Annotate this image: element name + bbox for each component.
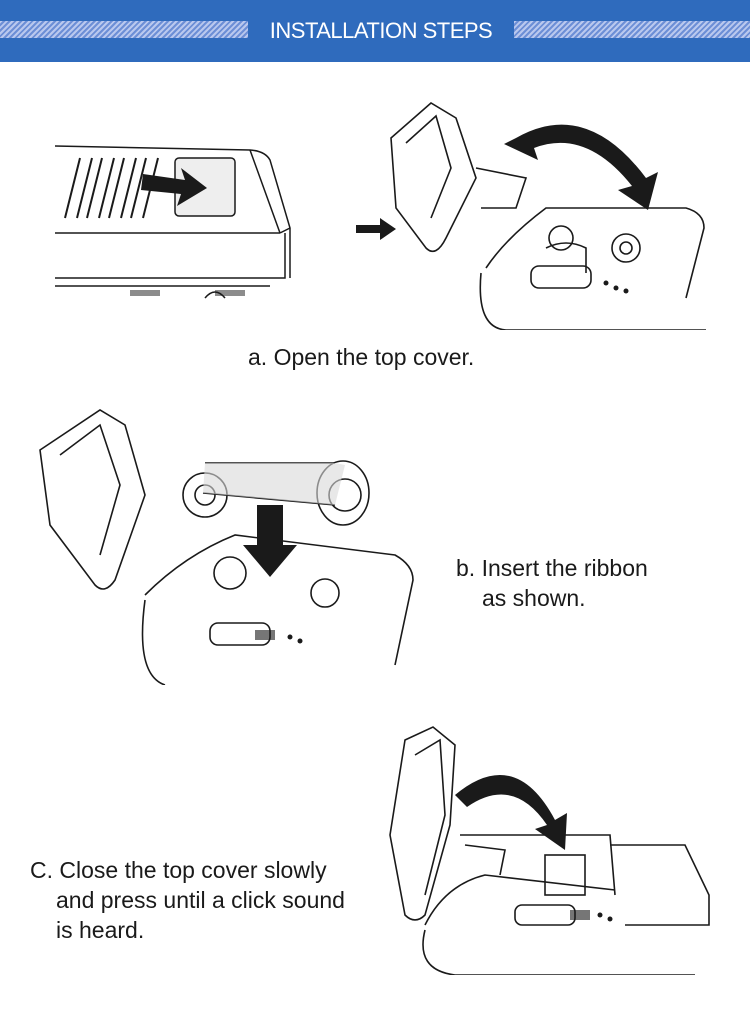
step-c-caption: C. Close the top cover slowly and press … bbox=[30, 855, 345, 945]
step-a-caption-text: a. Open the top cover. bbox=[248, 344, 475, 370]
step-a-closed-printer-illustration bbox=[55, 145, 291, 299]
header-stripe-right bbox=[514, 21, 750, 38]
step-b-caption-line2: as shown. bbox=[482, 585, 586, 611]
step-c-caption-line2: and press until a click sound bbox=[56, 887, 345, 913]
step-c-caption-line3: is heard. bbox=[56, 917, 145, 943]
page-title: INSTALLATION STEPS bbox=[269, 18, 493, 43]
header-banner: INSTALLATION STEPS bbox=[0, 0, 750, 62]
step-b-caption-line1: b. Insert the ribbon bbox=[456, 555, 648, 581]
step-b-caption: b. Insert the ribbon as shown. bbox=[456, 553, 648, 613]
step-c-close-cover-illustration bbox=[389, 726, 710, 975]
step-a-open-printer-illustration bbox=[390, 102, 706, 330]
header-stripe-left bbox=[0, 21, 248, 38]
step-a-arrow-icon bbox=[356, 218, 396, 240]
step-b-insert-ribbon-illustration bbox=[39, 409, 414, 685]
step-c-caption-line1: C. Close the top cover slowly bbox=[30, 857, 327, 883]
step-a-caption: a. Open the top cover. bbox=[248, 342, 474, 372]
